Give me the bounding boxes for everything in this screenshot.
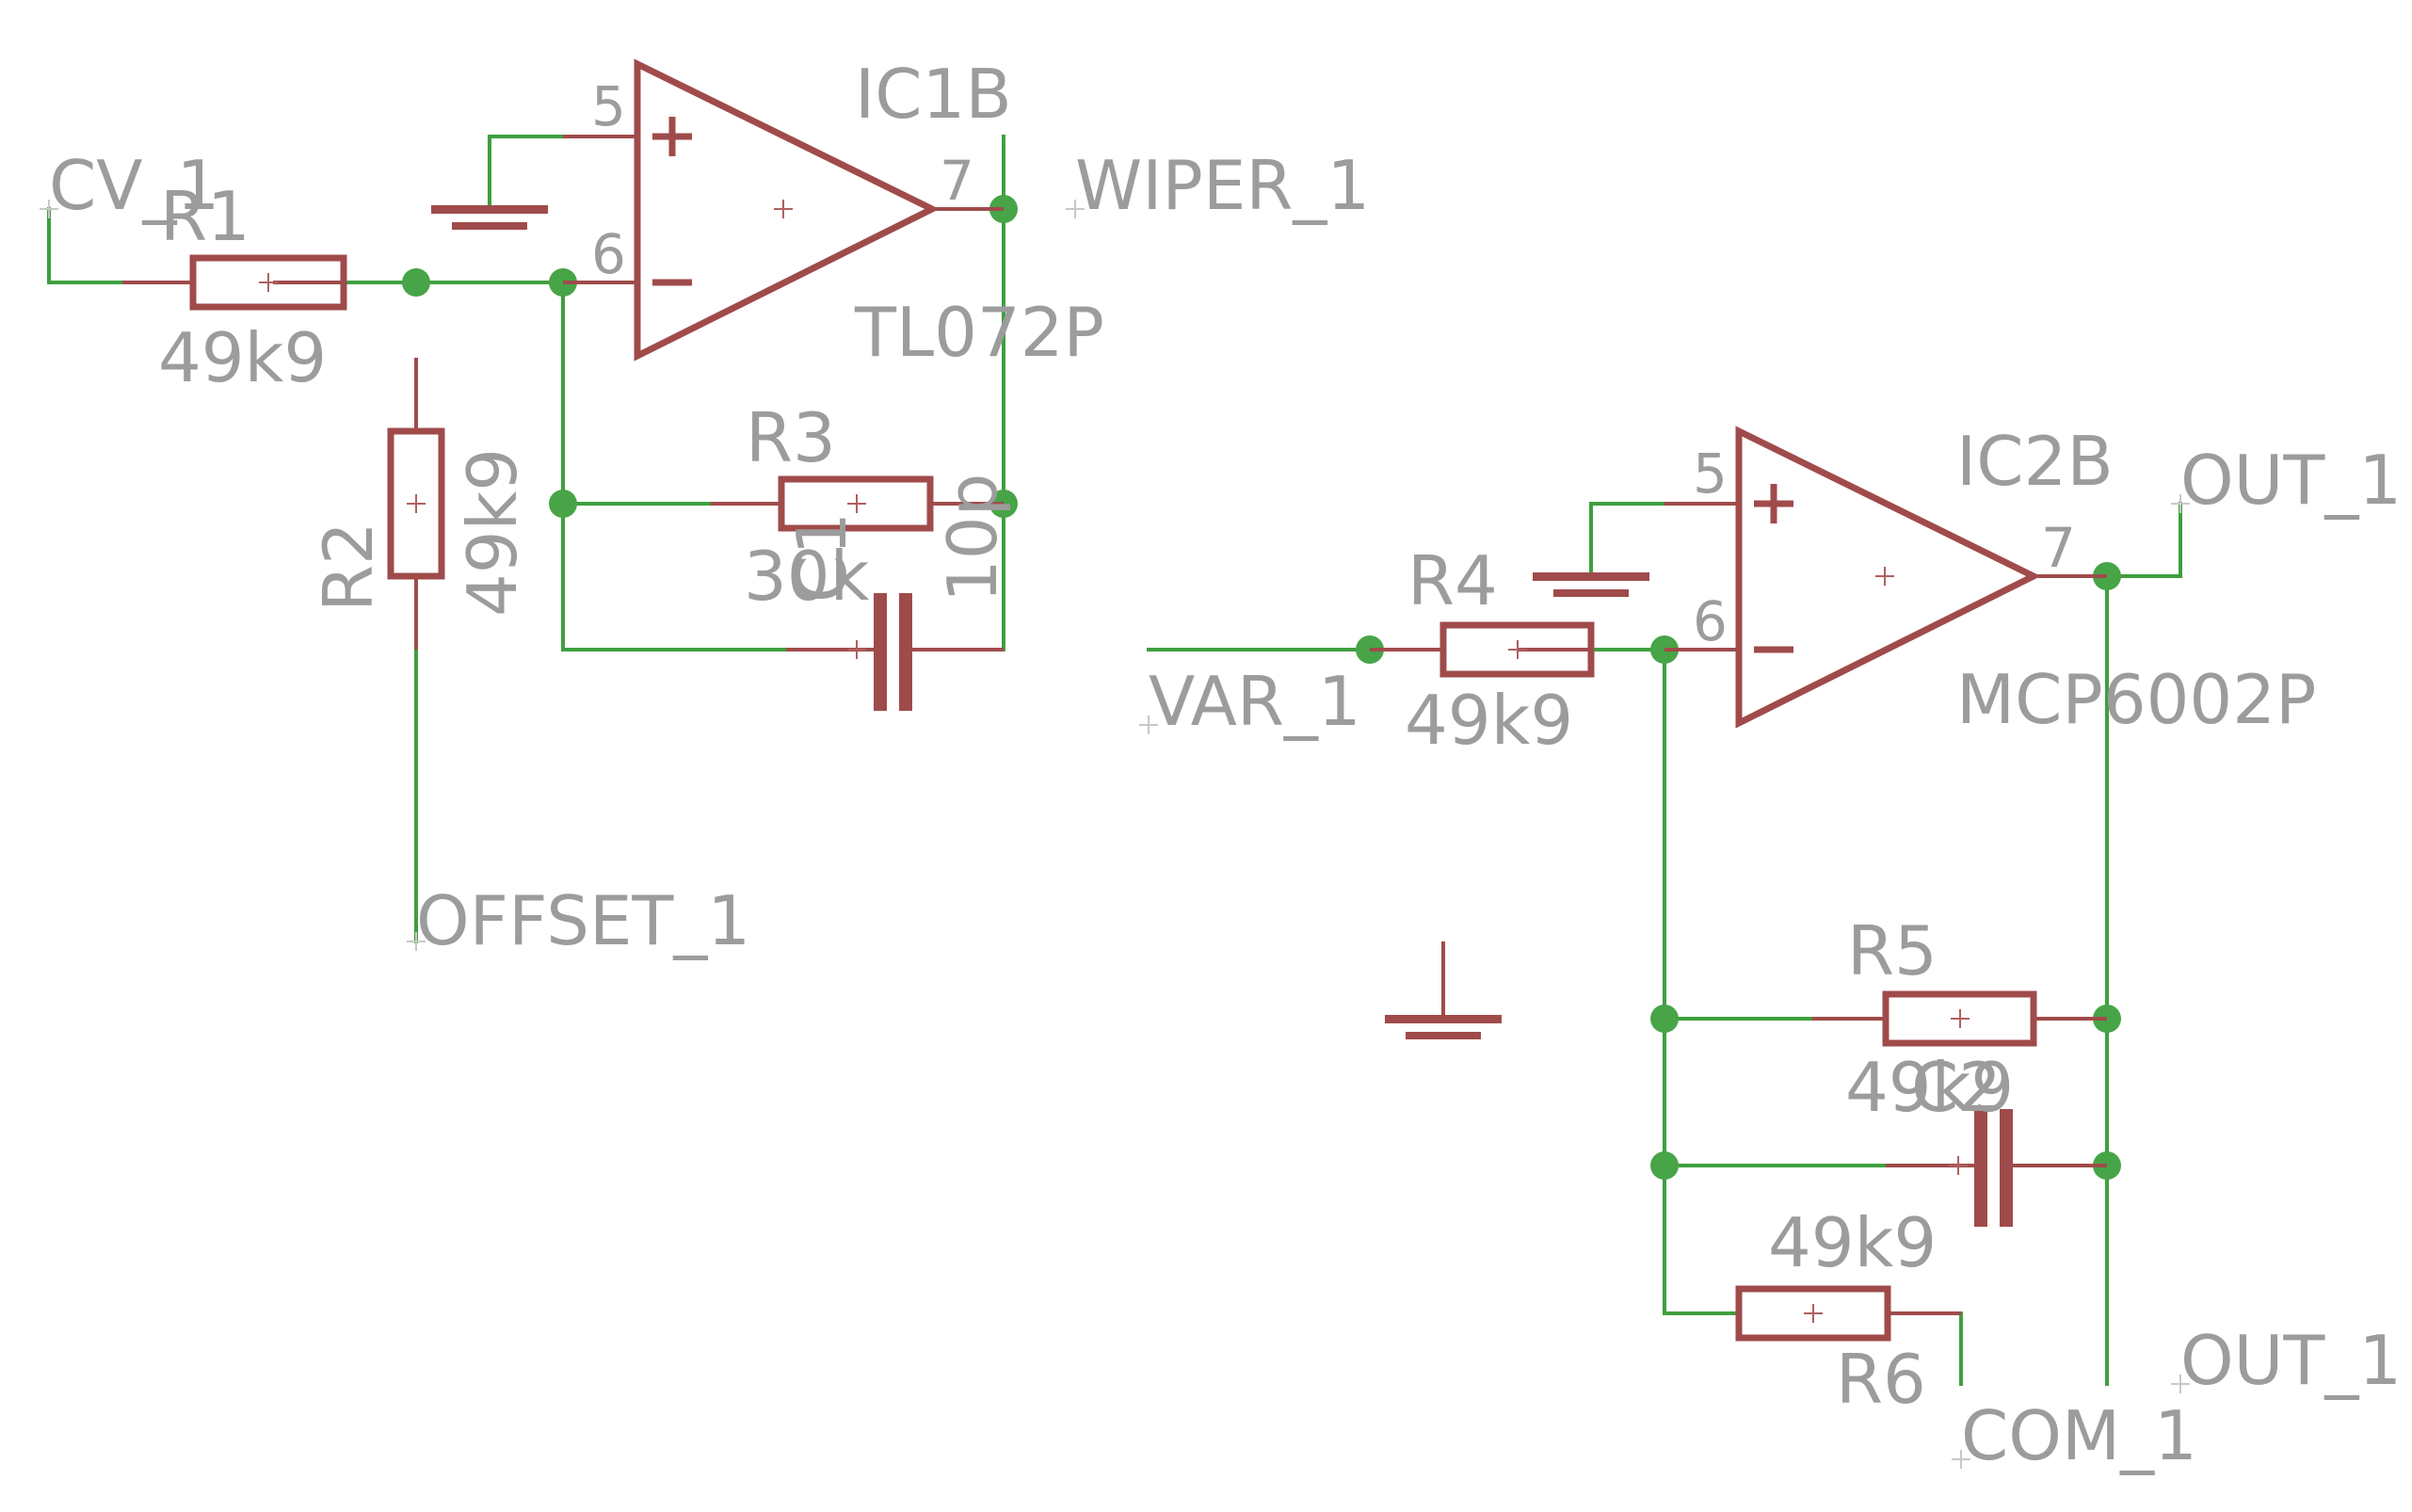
junction-dot xyxy=(1650,1151,1679,1180)
resistor-r4[interactable] xyxy=(1370,621,1595,678)
capacitor-c2[interactable] xyxy=(1886,1109,2107,1227)
c2-name: C2 xyxy=(1911,1048,2002,1127)
ic2b-name: IC2B xyxy=(1956,422,2114,501)
opamp-ic1b[interactable] xyxy=(563,58,1004,362)
resistor-r3[interactable] xyxy=(711,475,1004,532)
net-markers xyxy=(40,200,2190,1469)
r6-name: R6 xyxy=(1836,1340,1926,1419)
ground-symbol xyxy=(431,205,548,230)
net-label-com: COM_1 xyxy=(1961,1396,2197,1475)
junction-dot xyxy=(402,268,430,297)
wires xyxy=(47,135,2182,1386)
wire-cv-input xyxy=(47,207,124,284)
resistor-r2[interactable] xyxy=(387,358,445,650)
c1-name: C1 xyxy=(782,512,861,603)
resistor-r5[interactable] xyxy=(1812,990,2107,1047)
r1-name: R1 xyxy=(160,177,250,256)
ic1b-value: TL072P xyxy=(854,293,1104,372)
ic2b-pin-minus: 6 xyxy=(1693,589,1728,653)
ic1b-pin-minus: 6 xyxy=(591,222,626,286)
junction-dot xyxy=(1650,1005,1679,1033)
net-label-offset: OFFSET_1 xyxy=(416,881,750,960)
wire-ic2b-plus-to-gnd xyxy=(1589,502,1666,578)
net-label-out-bottom: OUT_1 xyxy=(2180,1321,2402,1400)
r1-value: 49k9 xyxy=(158,318,327,397)
r2-value: 49k9 xyxy=(453,448,532,617)
ic1b-pin-plus: 5 xyxy=(591,74,626,138)
resistor-r1[interactable] xyxy=(122,254,347,311)
ic1b-pin-out: 7 xyxy=(940,149,974,213)
net-label-out-top: OUT_1 xyxy=(2180,441,2402,520)
ic2b-pin-out: 7 xyxy=(2041,516,2076,580)
capacitor-c1[interactable] xyxy=(786,593,1004,711)
r2-name: R2 xyxy=(309,522,388,612)
wire-output2-to-out xyxy=(2105,502,2182,578)
r5-name: R5 xyxy=(1847,911,1938,990)
net-label-cv: CV_1 xyxy=(49,146,219,225)
ground-symbol xyxy=(1533,572,1649,597)
junction-dot xyxy=(549,490,577,518)
r3-value: 30k xyxy=(744,537,870,616)
r6-value: 49k9 xyxy=(1768,1203,1937,1282)
c1-value: 10p xyxy=(933,474,1012,603)
ic1b-name: IC1B xyxy=(855,55,1012,134)
opamp-ic2b[interactable] xyxy=(1664,426,2107,729)
ic2b-value: MCP6002P xyxy=(1956,660,2316,739)
r4-name: R4 xyxy=(1407,541,1498,620)
r3-name: R3 xyxy=(746,398,836,477)
ic2b-pin-plus: 5 xyxy=(1693,442,1728,506)
net-label-wiper: WIPER_1 xyxy=(1075,146,1370,225)
net-label-var: VAR_1 xyxy=(1149,662,1361,741)
r5-value: 49k9 xyxy=(1845,1048,2014,1127)
wire-ic1b-plus-to-gnd xyxy=(488,135,565,211)
resistor-r6[interactable] xyxy=(1735,1285,1961,1342)
ground-symbol xyxy=(1385,941,1502,1039)
r4-value: 49k9 xyxy=(1405,681,1573,760)
